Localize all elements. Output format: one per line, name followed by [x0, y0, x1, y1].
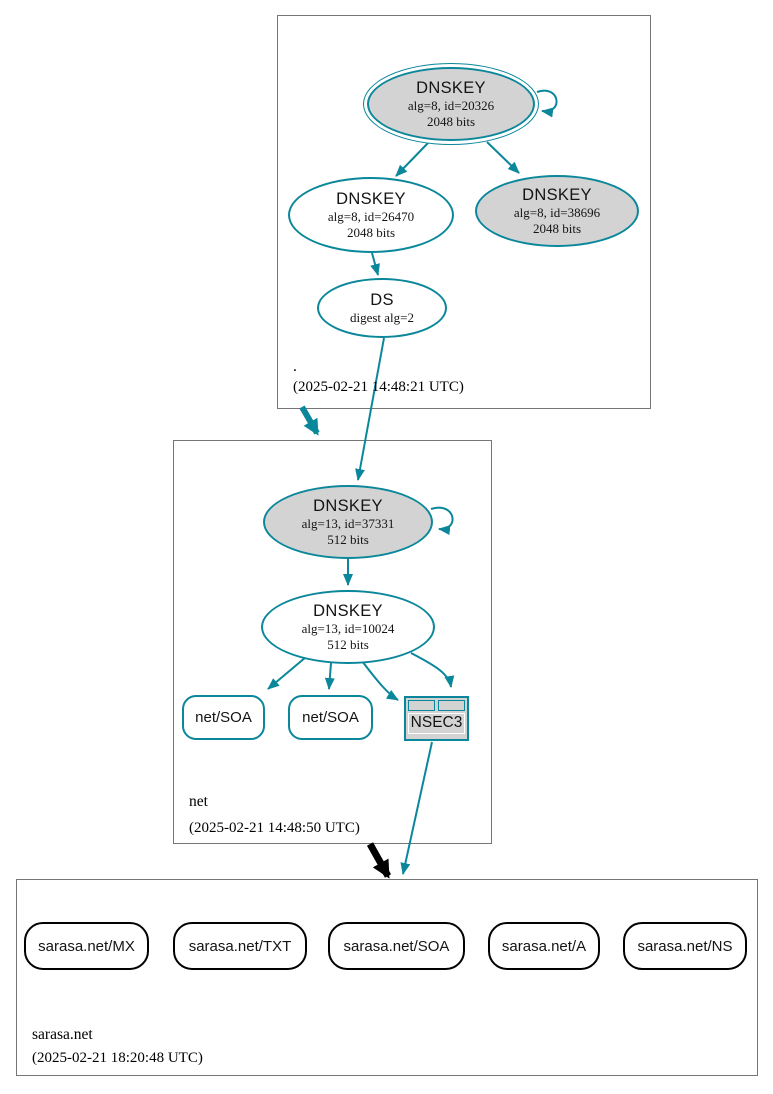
edge-zsk-to-net-soa-2: [324, 662, 335, 690]
node-attr-bits: 512 bits: [327, 531, 369, 547]
zone-timestamp-net: (2025-02-21 14:48:50 UTC): [189, 820, 360, 836]
edge-ksk-to-dnskey-38696: [486, 141, 520, 174]
node-attr-alg-id: alg=8, id=20326: [407, 97, 495, 113]
node-attr-bits: 512 bits: [327, 636, 369, 652]
node-sarasa-txt: sarasa.net/TXT: [173, 922, 307, 970]
zone-box-net: [173, 440, 492, 844]
edge-root-ksk-selfloop: [536, 89, 558, 118]
node-attr-alg-id: alg=8, id=26470: [327, 208, 415, 224]
nsec3-header-cell-right: [438, 700, 465, 711]
node-nsec3: NSEC3: [404, 696, 469, 741]
edge-zsk-to-net-soa-1: [267, 656, 307, 690]
node-title: DNSKEY: [416, 78, 486, 97]
node-title: DNSKEY: [313, 601, 383, 620]
node-sarasa-ns: sarasa.net/NS: [623, 922, 747, 970]
node-attr-bits: 2048 bits: [532, 220, 582, 236]
node-net-soa-2: net/SOA: [288, 695, 373, 740]
zone-timestamp-root: (2025-02-21 14:48:21 UTC): [293, 379, 464, 395]
node-dnskey-37331: DNSKEY alg=13, id=37331 512 bits: [263, 485, 433, 559]
node-sarasa-soa: sarasa.net/SOA: [328, 922, 465, 970]
node-attr-bits: 2048 bits: [346, 224, 396, 240]
edge-zsk-to-ds: [370, 252, 380, 276]
node-sarasa-a: sarasa.net/A: [488, 922, 600, 970]
edge-delegation-root-to-net: [299, 405, 320, 436]
node-dnskey-38696: DNSKEY alg=8, id=38696 2048 bits: [475, 175, 639, 247]
zone-box-root: [277, 15, 651, 409]
node-title: DNSKEY: [522, 185, 592, 204]
edge-delegation-net-to-sarasa-insecure: [366, 842, 392, 879]
node-dnskey-10024: DNSKEY alg=13, id=10024 512 bits: [261, 590, 435, 664]
zone-box-sarasa-net: [16, 879, 758, 1076]
zone-label-sarasa-net: sarasa.net: [32, 1026, 93, 1043]
zone-label-net: net: [189, 793, 208, 810]
nsec3-header-cell-left: [408, 700, 435, 711]
node-attr-alg-id: alg=8, id=38696: [513, 204, 601, 220]
edge-nsec3-to-sarasa: [400, 741, 433, 875]
edge-zsk-to-nsec3-right: [410, 652, 455, 688]
node-attr-digest: digest alg=2: [349, 309, 415, 325]
node-title: DS: [370, 290, 394, 309]
node-attr-bits: 2048 bits: [426, 113, 476, 129]
zone-timestamp-sarasa-net: (2025-02-21 18:20:48 UTC): [32, 1050, 203, 1066]
nsec3-header-row: [408, 700, 465, 711]
node-dnskey-20326: DNSKEY alg=8, id=20326 2048 bits: [363, 63, 539, 145]
node-ds-root: DS digest alg=2: [317, 278, 447, 338]
node-attr-alg-id: alg=13, id=37331: [301, 515, 395, 531]
node-attr-alg-id: alg=13, id=10024: [301, 620, 395, 636]
edge-zsk-to-nsec3-left: [361, 660, 399, 701]
node-net-soa-1: net/SOA: [182, 695, 265, 740]
edge-ksk-to-zsk-26470: [395, 142, 429, 177]
edge-ds-to-net-ksk: [355, 337, 385, 481]
node-title: DNSKEY: [336, 189, 406, 208]
zone-label-root: .: [293, 358, 297, 375]
node-dnskey-26470: DNSKEY alg=8, id=26470 2048 bits: [288, 177, 454, 253]
nsec3-label: NSEC3: [408, 713, 465, 734]
edge-net-ksk-selfloop: [430, 506, 454, 536]
node-sarasa-mx: sarasa.net/MX: [24, 922, 149, 970]
node-title: DNSKEY: [313, 496, 383, 515]
